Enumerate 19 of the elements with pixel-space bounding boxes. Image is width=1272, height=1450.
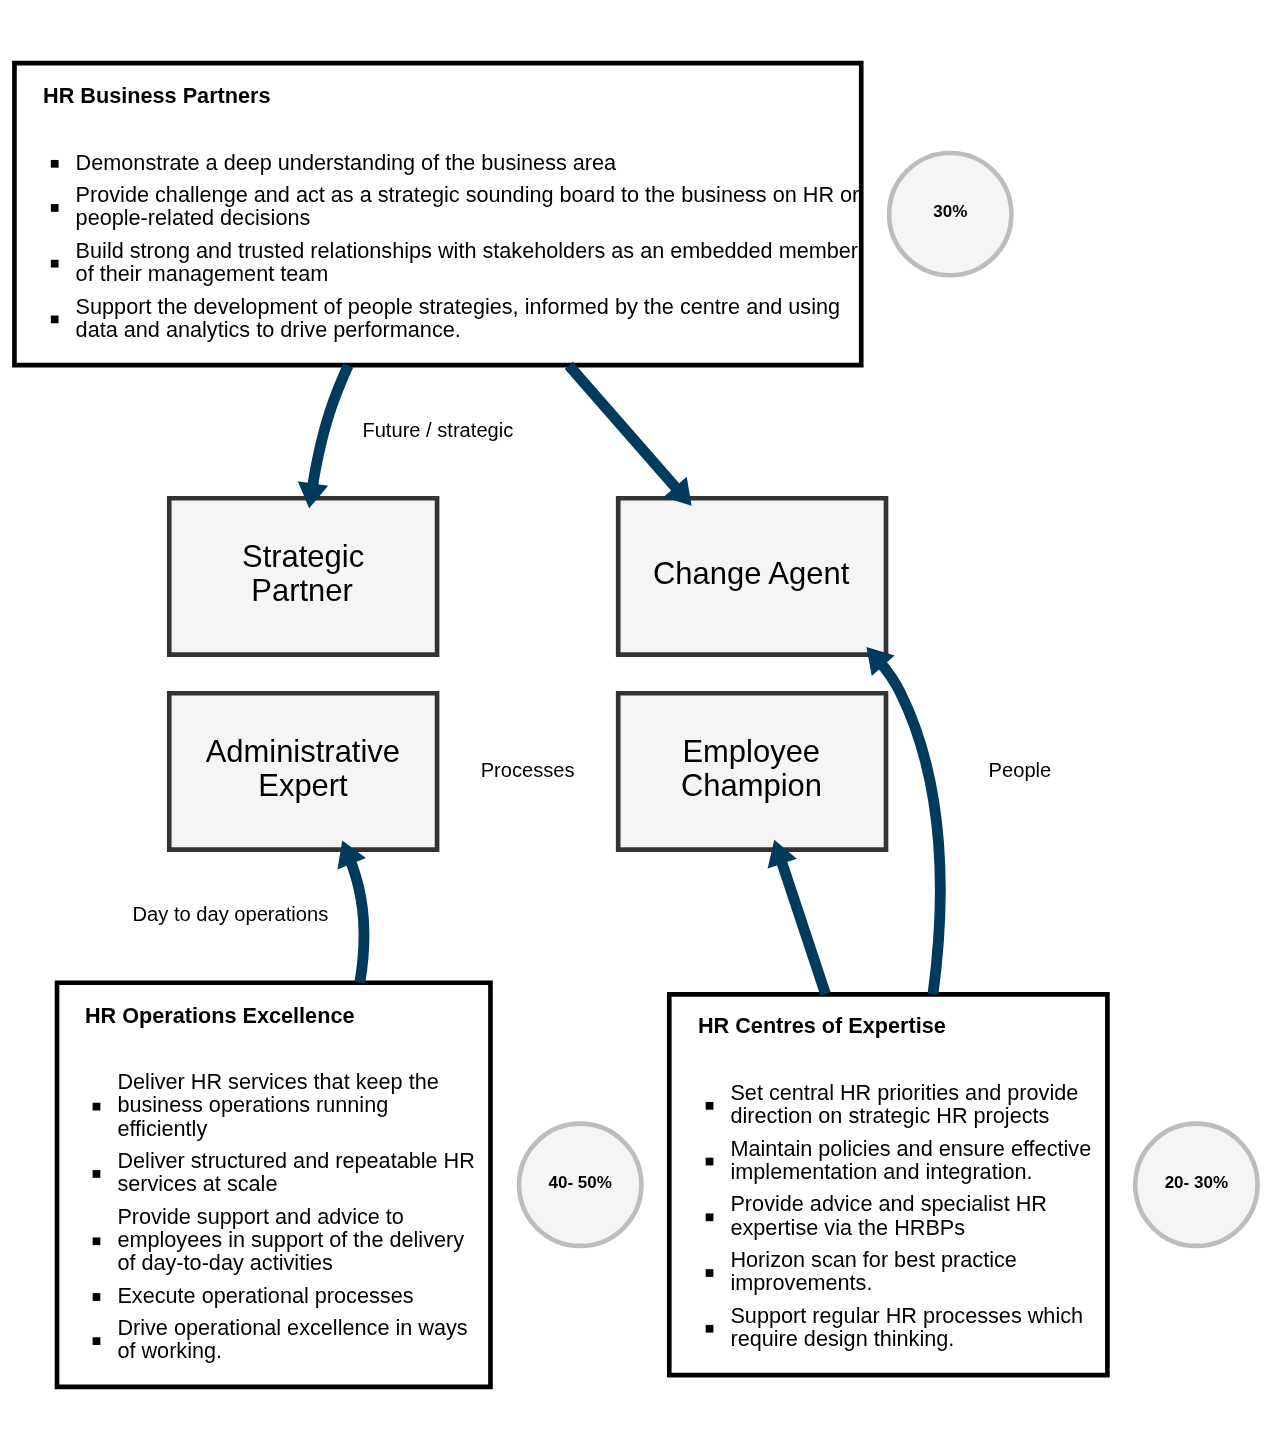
node-box: Administrative Expert [166,690,440,852]
label: Processes [480,758,575,781]
label: Future / strategic [362,418,514,441]
arrow [767,839,831,996]
arrow [866,647,946,995]
node-circle: 20- 30% [1132,1121,1260,1249]
node-box: Employee Champion [615,690,889,852]
label: People [988,758,1052,781]
arrow [297,363,354,509]
arrow [337,840,370,984]
node-circle: 40- 50% [516,1121,644,1249]
node-box: HR Centres of Expertise Set central HR priorities and provide direction on strategic HR projects Maintain policies and ensure effective implementation and integration. Provide advice and specialist HR expertise via the HRBPs Horizon scan for best practice improvements. Support regular HR processes which require design thinking. [666,992,1110,1378]
node-circle: 30% [886,150,1014,278]
arrow [564,361,692,506]
node-box: HR Operations Excellence Deliver HR services that keep the business operations running efficiently Deliver structured and repeatable HR services at scale Provide support and advice to employees in support of the delivery of day-to-day activities Execute operational processes Drive operational excellence in ways of working. [54,980,493,1390]
label: Day to day operations [132,903,329,926]
node-box: Change Agent [615,495,889,657]
node-box: Strategic Partner [166,495,440,657]
node-box: HR Business Partners Demonstrate a deep understanding of the business area Provide challenge and act as a strategic sounding board to the business on HR or people-related decisions Build strong and trusted relationships with stakeholders as an embedded member of their management team Support the development of people strategies, informed by the centre and using data and analytics to drive performance. [12,60,864,368]
